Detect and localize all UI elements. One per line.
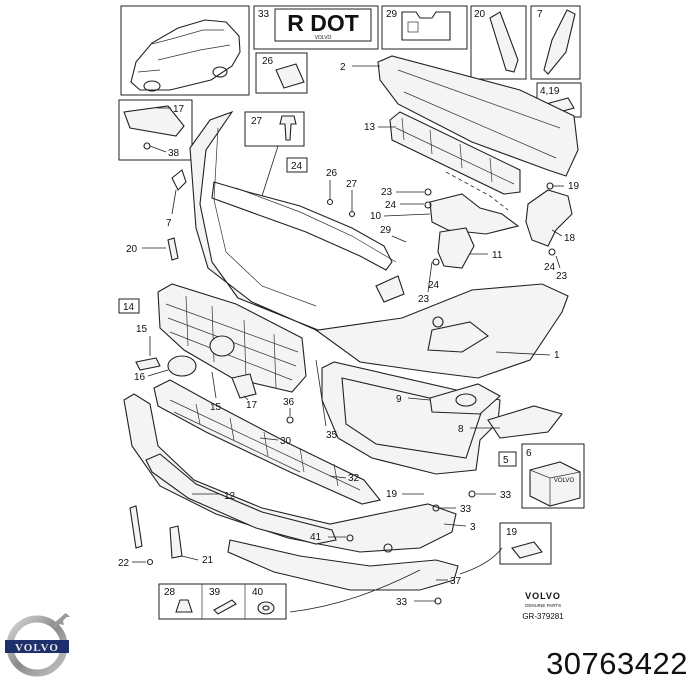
part-number: 30763422 [546, 646, 688, 681]
callout-39: 39 [209, 587, 221, 598]
part-12-spoiler [145, 453, 337, 545]
box6-label: VOLVO [554, 478, 575, 484]
brand-sub: GENUINE PARTS [525, 603, 561, 608]
callout-22: 22 [118, 558, 130, 569]
volvo-logo: VOLVO [5, 613, 70, 677]
callout-3: 3 [470, 522, 476, 533]
callout-1: 1 [554, 350, 560, 361]
part-25-strip [211, 181, 393, 271]
rdot-plate-sub: VOLVO [315, 35, 332, 41]
logo-wordmark: VOLVO [15, 642, 59, 654]
callout-15b: 15 [210, 402, 222, 413]
callout-35: 35 [326, 430, 338, 441]
part-10-bracket [429, 193, 520, 235]
callout-21: 21 [202, 555, 214, 566]
callout-24a: 24 [385, 200, 397, 211]
callout-14: 14 [123, 302, 135, 313]
box-28: 27 [244, 111, 305, 147]
callout-18: 18 [564, 233, 576, 244]
box-34: 33 R DOT VOLVO [253, 5, 379, 50]
box-19-bottom: 19 [499, 522, 552, 565]
car-thumbnail-box [120, 5, 250, 96]
callout-30-box: 29 [386, 9, 398, 20]
callout-8: 8 [458, 424, 464, 435]
box-26: 26 [255, 52, 308, 94]
box-7: 7 [530, 5, 581, 80]
box-14: 14 [118, 298, 140, 314]
callout-19a: 19 [568, 181, 580, 192]
box-6: 6 VOLVO [521, 443, 585, 509]
callout-38: 38 [168, 148, 180, 159]
callout-27: 27 [346, 179, 358, 190]
callout-20-box: 20 [474, 9, 486, 20]
callout-19b: 19 [386, 489, 398, 500]
callout-19-box: 19 [506, 527, 518, 538]
rdot-plate-text: R DOT [287, 10, 359, 36]
callout-26-box: 26 [262, 56, 274, 67]
brand-text: VOLVO [525, 591, 561, 601]
part-21-bracket [169, 525, 183, 559]
callout-2: 2 [340, 62, 346, 73]
callout-23b: 23 [418, 294, 430, 305]
callouts: 1 2 3 7 8 9 10 11 12 13 15 15 16 17 18 1… [118, 62, 580, 608]
box-29-39-40: 28 39 40 [158, 583, 287, 620]
reference-code: GR-379281 [522, 612, 564, 621]
callout-7: 7 [166, 218, 172, 229]
callout-28: 27 [251, 116, 263, 127]
box-20: 20 [470, 5, 527, 80]
box-25: 24 [286, 157, 308, 173]
callout-41: 41 [310, 532, 322, 543]
box-17-38: 17 38 [118, 99, 193, 161]
box-30: 29 [381, 5, 468, 50]
brand-block: VOLVO GENUINE PARTS GR-379281 [522, 591, 564, 621]
callout-11: 11 [492, 250, 503, 261]
callout-17-box: 17 [173, 104, 185, 115]
emblem [209, 335, 235, 357]
callout-33c: 33 [396, 597, 408, 608]
callout-34: 33 [258, 9, 270, 20]
callout-23a: 23 [381, 187, 393, 198]
callout-31: 30 [280, 436, 292, 447]
part-13-mesh [389, 111, 521, 195]
callout-26: 26 [326, 168, 338, 179]
callout-32: 32 [348, 473, 360, 484]
callout-37: 37 [450, 576, 462, 587]
part-37-lip [227, 539, 459, 591]
part-22-bracket [129, 505, 143, 549]
callout-9: 9 [396, 394, 402, 405]
part-18-bracket [525, 189, 573, 247]
callout-10: 10 [370, 211, 382, 222]
callout-24b: 24 [428, 280, 440, 291]
part-9-fog-trim [429, 383, 501, 415]
callout-33b: 33 [460, 504, 472, 515]
part-1-bumper-cover [189, 110, 569, 379]
part-11-bracket [437, 227, 475, 269]
callout-20: 20 [126, 244, 138, 255]
part-14-grille [157, 283, 307, 393]
callout-6: 6 [526, 448, 532, 459]
callout-15a: 15 [136, 324, 148, 335]
callout-5: 5 [503, 455, 509, 466]
callout-16: 16 [134, 372, 146, 383]
callout-40: 40 [252, 587, 264, 598]
box-5: 5 [498, 451, 517, 467]
callout-24c: 24 [544, 262, 556, 273]
callout-23c: 23 [556, 271, 568, 282]
callout-17: 17 [246, 400, 258, 411]
part-20 [167, 237, 179, 261]
part-8-frame [321, 361, 501, 475]
callout-33a: 33 [500, 490, 512, 501]
callout-36: 36 [283, 397, 295, 408]
callout-12: 12 [224, 491, 236, 502]
callout-29: 28 [164, 587, 176, 598]
fasteners [146, 182, 556, 605]
callout-7-box: 7 [537, 9, 543, 20]
callout-30: 29 [380, 225, 392, 236]
callout-13: 13 [364, 122, 376, 133]
callout-4-19: 4,19 [540, 86, 560, 97]
callout-25: 24 [291, 161, 303, 172]
